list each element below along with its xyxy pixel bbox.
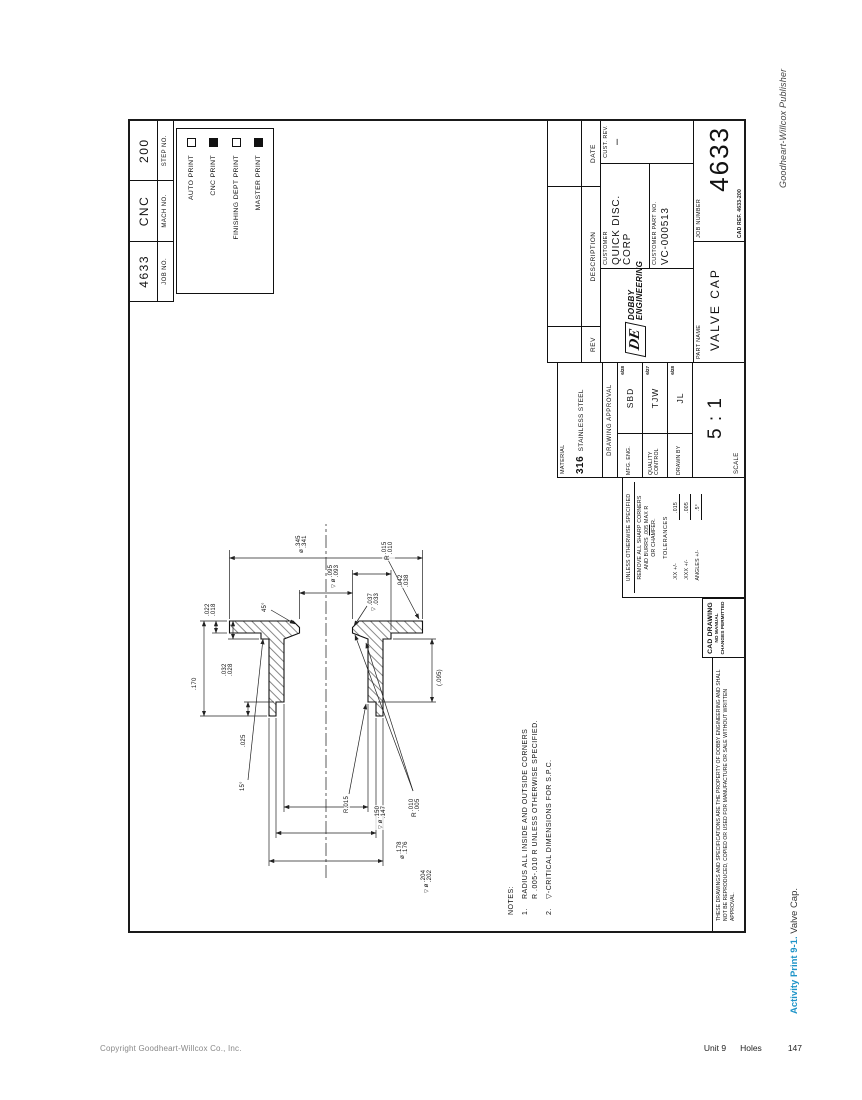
figure-caption-title: Valve Cap. (789, 887, 800, 937)
mach-no-cell: CNC MACH NO. (130, 181, 173, 242)
tolerance-row-xx: .XX +/- .015 (673, 494, 681, 581)
customer-cell: CUSTOMER QUICK DISC. CORP (603, 195, 633, 265)
print-routing-checklist: AUTO PRINT CNC PRINT FINISHING DEPT PRIN… (176, 128, 274, 294)
checkbox-icon (186, 138, 196, 147)
copyright-footer: Copyright Goodheart-Willcox Co., Inc. (100, 1044, 242, 1053)
material-cell: MATERIAL 316 STAINLESS STEEL (558, 363, 603, 477)
mach-no-label: MACH NO. (162, 194, 168, 228)
checkbox-icon (209, 138, 219, 147)
dim-flange-corner-radius: R.015.010 (382, 540, 395, 561)
customer-part-no-cell: CUSTOMER PART NO. VC-000513 (649, 164, 693, 268)
dim-inner-radius: R.010.005 (409, 797, 422, 818)
page-footer: Unit 9 Holes 147 (704, 1043, 802, 1053)
dim-flange-diameter: ø.345.341 (296, 534, 309, 554)
dim-bore-radius: R.015 (344, 794, 351, 814)
scale-value: 5 : 1 (705, 397, 726, 439)
job-info-table: 4633 JOB NO. CNC MACH NO. 200 STEP NO. (130, 121, 174, 302)
drawing-approval-header: DRAWING APPROVAL (603, 363, 618, 477)
checkbox-icon (254, 138, 264, 147)
logo-initials: DE (625, 321, 646, 358)
job-number-value: 4633 (704, 126, 734, 192)
job-no-value: 4633 (130, 241, 158, 301)
checklist-label: MASTER PRINT (255, 155, 263, 211)
revision-table: REV DESCRIPTION DATE (548, 121, 601, 362)
checklist-label: CNC PRINT (210, 155, 218, 196)
cad-drawing-sheet: 4633 JOB NO. CNC MACH NO. 200 STEP NO. A… (128, 119, 746, 933)
material-block: MATERIAL 316 STAINLESS STEEL DRAWING APP… (557, 363, 744, 478)
footer-unit: Unit 9 (703, 1043, 727, 1053)
footer-topic: Holes (740, 1043, 762, 1053)
dim-overall-length: .170 (192, 676, 199, 691)
checklist-row-auto-print: AUTO PRINT (181, 129, 201, 293)
drawing-sheet-area: 4633 JOB NO. CNC MACH NO. 200 STEP NO. A… (128, 119, 746, 933)
step-no-cell: 200 STEP NO. (130, 121, 173, 182)
mach-no-value: CNC (130, 181, 158, 241)
customer-rev-cell: CUST. REV. – (601, 120, 693, 164)
checklist-row-master-print: MASTER PRINT (249, 129, 269, 293)
dim-step-thickness: .032.028 (222, 662, 235, 677)
company-logo: DE DOBBY ENGINEERING (601, 261, 693, 362)
dim-hole-diameter: ▽ø.095.093 (328, 563, 341, 589)
job-no-label: JOB NO. (162, 257, 168, 285)
figure-caption-number: Activity Print 9-1. (789, 936, 800, 1014)
notes-header: NOTES: (508, 885, 515, 915)
publisher-credit: Goodheart-Willcox Publisher (778, 68, 788, 188)
approval-row-mfg-eng: MFG. ENG. SBD 6/28 (618, 363, 643, 477)
dim-seal-bore-diameter: ▽ø.150.147 (375, 804, 388, 830)
step-no-label: STEP NO. (162, 135, 168, 167)
valve-cap-section-svg (200, 524, 436, 878)
checklist-row-finishing-print: FINISHING DEPT PRINT (226, 129, 246, 293)
dim-counterbore-depth: .025 (241, 733, 248, 748)
tolerance-row-angles: ANGLES +/- .5° (695, 494, 703, 581)
part-name-cell: PART NAME VALVE CAP (693, 242, 745, 362)
revision-col-rev: REV (548, 326, 600, 362)
checkbox-icon (231, 138, 241, 147)
approval-row-quality: QUALITY CONTROL TJW 6/27 (643, 363, 668, 477)
checklist-label: FINISHING DEPT PRINT (232, 155, 240, 240)
checklist-row-cnc-print: CNC PRINT (204, 129, 224, 293)
dim-counterbore-diameter: ø.178.176 (397, 840, 410, 860)
checklist-label: AUTO PRINT (187, 155, 195, 201)
note-2: 2. ▽-CRITICAL DIMENSIONS FOR S.P.C. (545, 759, 553, 915)
part-section-view: .170 .022.018 .032.028 .025 ø.345.341 ▽ø… (176, 508, 488, 906)
revision-row-divider (581, 121, 582, 362)
dim-body-diameter: ▽ø.204.202 (421, 868, 434, 894)
dim-reference-depth: (.095) (437, 668, 444, 687)
figure-caption: Activity Print 9-1. Valve Cap. (789, 888, 800, 1014)
tolerance-row-xxx: .XXX +/- .005 (684, 494, 692, 581)
dim-chamfer-depth: ▽.037.033 (368, 591, 381, 612)
dim-chamfer-angle: 45° (262, 601, 269, 613)
dim-seat-depth: .042.038 (398, 573, 411, 588)
step-no-value: 200 (130, 121, 158, 181)
cad-drawing-stamp: CAD DRAWING NO MANUAL CHANGES PERMITTED (702, 598, 744, 658)
legal-notice: THESE DRAWINGS AND SPECIFICATIONS ARE TH… (712, 658, 744, 931)
dim-taper-angle: 15° (240, 780, 247, 792)
job-no-cell: 4633 JOB NO. (130, 241, 173, 301)
job-number-cell: JOB NUMBER 4633 CAD REF. 4633-200 (693, 120, 745, 242)
dim-flange-thickness: .022.018 (205, 602, 218, 617)
footer-page-number: 147 (787, 1043, 802, 1053)
title-block: REV DESCRIPTION DATE DE DOBBY ENGINEERIN… (547, 120, 745, 363)
note-1: 1. RADIUS ALL INSIDE AND OUTSIDE CORNERS… (521, 719, 540, 915)
scale-cell: SCALE 5 : 1 (705, 397, 740, 474)
tolerance-block: UNLESS OTHERWISE SPECIFIED REMOVE ALL SH… (622, 478, 744, 598)
revision-col-description: DESCRIPTION (548, 186, 600, 326)
approval-row-drawn-by: DRAWN BY JL 6/28 (668, 363, 693, 477)
drawing-notes: NOTES: 1. RADIUS ALL INSIDE AND OUTSIDE … (507, 615, 555, 915)
cad-ref: CAD REF. 4633-200 (737, 189, 743, 238)
revision-col-date: DATE (590, 144, 597, 163)
